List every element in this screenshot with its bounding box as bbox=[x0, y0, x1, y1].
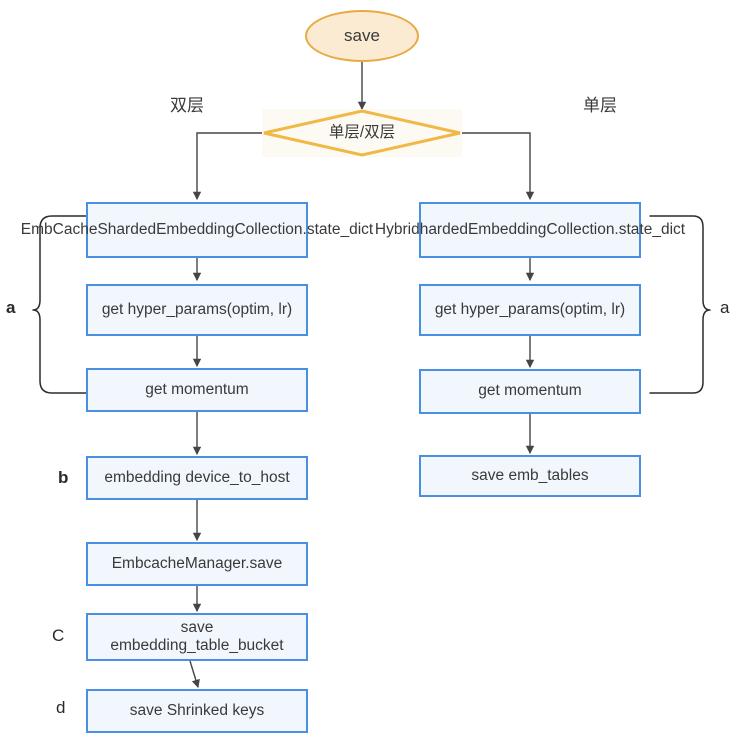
node-left-save-shrinked-keys-label: save Shrinked keys bbox=[129, 701, 265, 719]
annotation-stage-b: b bbox=[58, 468, 69, 487]
annotation-stage-d: d bbox=[56, 698, 66, 717]
edge-decision-to-left bbox=[192, 132, 262, 201]
branch-label-right: 单层 bbox=[583, 96, 617, 115]
node-right-get-momentum-label: get momentum bbox=[478, 382, 582, 400]
node-right-get-momentum[interactable]: get momentum bbox=[419, 369, 641, 414]
annotation-stage-c: C bbox=[52, 626, 65, 645]
node-left-hyper-params-label: get hyper_params(optim, lr) bbox=[101, 300, 293, 318]
node-left-state-dict[interactable]: EmbCacheShardedEmbeddingCollection.state… bbox=[21, 202, 373, 258]
node-left-hyper-params[interactable]: get hyper_params(optim, lr) bbox=[86, 284, 308, 336]
node-right-save-emb-tables-label: save emb_tables bbox=[471, 466, 589, 484]
node-left-save-table-bucket-label: save embedding_table_bucket bbox=[110, 618, 284, 654]
node-left-embcache-manager-save[interactable]: EmbcacheManager.save bbox=[86, 542, 308, 586]
node-left-device-to-host-label: embedding device_to_host bbox=[104, 468, 290, 486]
edge-l6-l7 bbox=[189, 660, 200, 689]
branch-label-left: 双层 bbox=[170, 96, 204, 115]
node-left-save-shrinked-keys[interactable]: save Shrinked keys bbox=[86, 689, 308, 733]
node-left-get-momentum-label: get momentum bbox=[145, 380, 249, 398]
edge-decision-to-right bbox=[462, 132, 535, 201]
diamond-shape bbox=[263, 109, 461, 157]
node-right-state-dict-label: HybridhardedEmbeddingCollection.state_di… bbox=[374, 220, 686, 238]
right-group-bracket bbox=[649, 215, 711, 394]
node-decision-label: 单层/双层 bbox=[328, 123, 396, 141]
node-right-state-dict[interactable]: HybridhardedEmbeddingCollection.state_di… bbox=[375, 202, 685, 258]
node-left-get-momentum[interactable]: get momentum bbox=[86, 368, 308, 412]
node-start-label: save bbox=[344, 25, 380, 45]
node-left-state-dict-label: EmbCacheShardedEmbeddingCollection.state… bbox=[20, 220, 374, 238]
node-start-save[interactable]: save bbox=[305, 10, 419, 62]
annotation-right-group-a: a bbox=[720, 298, 730, 317]
node-right-hyper-params[interactable]: get hyper_params(optim, lr) bbox=[419, 284, 641, 336]
node-left-embcache-manager-save-label: EmbcacheManager.save bbox=[111, 554, 283, 572]
node-left-save-table-bucket[interactable]: save embedding_table_bucket bbox=[86, 613, 308, 661]
annotation-left-group-a: a bbox=[6, 298, 16, 317]
node-right-save-emb-tables[interactable]: save emb_tables bbox=[419, 455, 641, 497]
node-right-hyper-params-label: get hyper_params(optim, lr) bbox=[434, 300, 626, 318]
node-decision-layer-type[interactable]: 单层/双层 bbox=[262, 109, 462, 157]
node-left-device-to-host[interactable]: embedding device_to_host bbox=[86, 456, 308, 500]
